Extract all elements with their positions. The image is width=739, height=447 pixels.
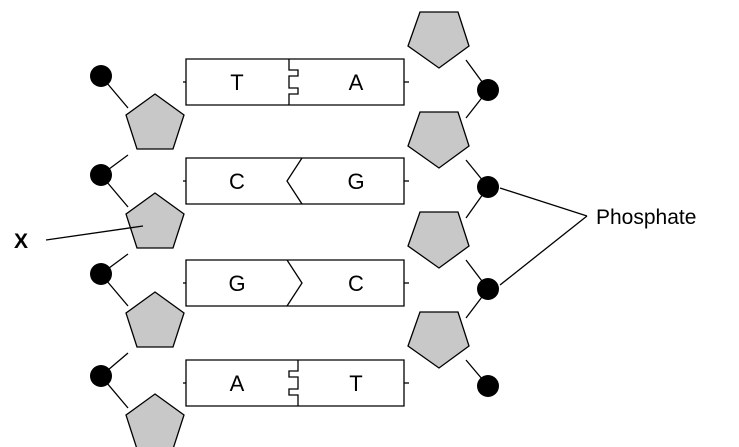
x-pointer-line (45, 225, 144, 241)
phosphate-dot-icon (477, 176, 499, 198)
sugar-pentagon-icon (407, 111, 470, 169)
phosphate-dot-icon (477, 375, 499, 397)
base-pair-2: C G (183, 157, 409, 205)
base-pair-2-left: C (229, 169, 245, 194)
phosphate-dot-icon (90, 365, 112, 387)
left-sugars (125, 93, 185, 447)
base-pair-3: G C (183, 259, 409, 307)
sugar-pentagon-icon (125, 291, 185, 348)
x-label: X (14, 230, 28, 253)
sugar-pentagon-icon (407, 11, 470, 69)
right-sugars (407, 11, 470, 369)
sugar-pentagon-icon (407, 211, 470, 269)
base-pair-4-left: A (230, 371, 245, 396)
base-pair-1: T A (183, 58, 409, 106)
base-pair-3-right: C (348, 271, 364, 296)
left-backbone (100, 75, 129, 409)
base-pair-1-right: A (349, 70, 364, 95)
sugar-pentagon-icon-x (125, 192, 185, 249)
base-pair-3-left: G (228, 271, 245, 296)
phosphate-label: Phosphate (596, 206, 696, 229)
base-pair-2-right: G (347, 169, 364, 194)
phosphate-dot-icon (90, 65, 112, 87)
base-pair-4: A T (183, 359, 409, 407)
base-pair-1-left: T (230, 70, 243, 95)
right-backbone (465, 59, 489, 387)
phosphate-dot-icon (477, 278, 499, 300)
sugar-pentagon-icon (125, 393, 185, 447)
phosphate-dot-icon (477, 79, 499, 101)
phosphate-dot-icon (90, 263, 112, 285)
phosphate-pointer-line (499, 215, 588, 286)
left-phosphates (90, 65, 112, 387)
sugar-pentagon-icon (125, 93, 185, 150)
phosphate-callout: Phosphate (499, 187, 696, 286)
x-callout: X (14, 225, 144, 253)
right-phosphates (477, 79, 499, 397)
phosphate-pointer-line (499, 187, 588, 217)
base-pair-4-right: T (349, 371, 362, 396)
phosphate-dot-icon (90, 164, 112, 186)
sugar-pentagon-icon (407, 311, 470, 369)
